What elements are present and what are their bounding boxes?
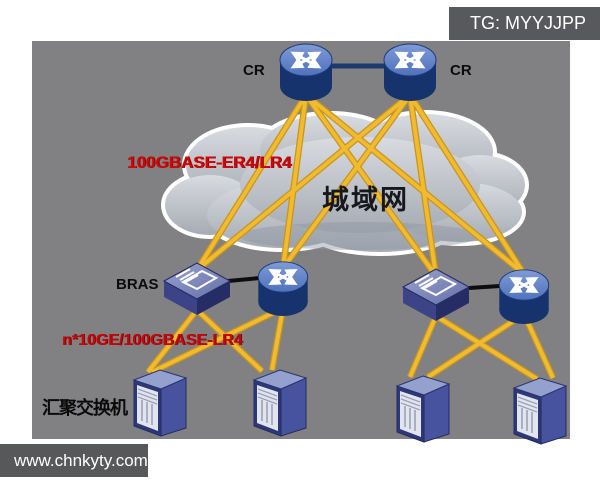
bras-label: BRAS: [116, 276, 159, 293]
uplink-media-label: 100GBASE-ER4/LR4: [127, 153, 292, 172]
cr-left-label: CR: [243, 62, 265, 79]
metro-cloud-label: 城域网: [322, 185, 409, 215]
downlink-media-label: n*10GE/100GBASE-LR4: [62, 332, 243, 349]
watermark-top-box: TG: MYYJJPP: [448, 7, 600, 40]
diagram-background: [32, 41, 570, 439]
watermark-bottom-text: www.chnkyty.com: [14, 451, 148, 470]
watermark-bottom-box: www.chnkyty.com: [0, 444, 148, 477]
aggregation-switch-label: 汇聚交换机: [42, 398, 128, 418]
watermark-top-text: TG: MYYJJPP: [469, 13, 586, 33]
cr-right-label: CR: [450, 62, 472, 79]
